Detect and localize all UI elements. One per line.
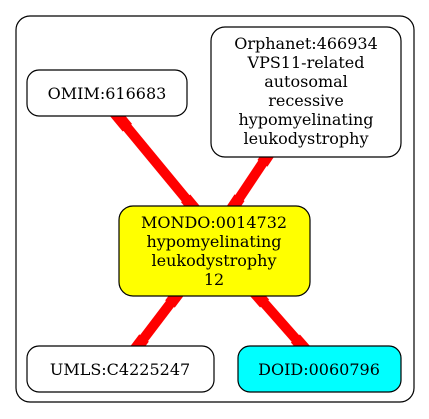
edge-line bbox=[254, 292, 306, 350]
node-label: recessive bbox=[268, 91, 344, 110]
node-umls[interactable]: UMLS:C4225247 bbox=[26, 345, 215, 393]
node-label: leukodystrophy bbox=[151, 251, 276, 270]
cluster-frame bbox=[15, 15, 415, 403]
node-mondo[interactable]: MONDO:0014732 hypomyelinating leukodystr… bbox=[118, 205, 311, 297]
node-label: hypomyelinating bbox=[238, 110, 373, 129]
node-box bbox=[26, 345, 215, 393]
node-label: UMLS:C4225247 bbox=[50, 360, 190, 379]
node-label: leukodystrophy bbox=[243, 129, 368, 148]
nodes: OMIM:616683 Orphanet:466934 VPS11-relate… bbox=[26, 26, 402, 393]
node-label: OMIM:616683 bbox=[48, 84, 167, 103]
edge-line bbox=[117, 116, 196, 210]
node-label: autosomal bbox=[264, 72, 348, 91]
node-box bbox=[210, 26, 402, 158]
node-label: DOID:0060796 bbox=[258, 360, 380, 379]
edge-line bbox=[229, 152, 273, 209]
node-omim[interactable]: OMIM:616683 bbox=[26, 69, 188, 117]
edge-omim-mondo bbox=[110, 108, 203, 218]
node-box bbox=[26, 69, 188, 117]
edge-line bbox=[134, 292, 180, 350]
node-label: 12 bbox=[204, 270, 224, 289]
node-label: VPS11-related bbox=[247, 53, 365, 72]
node-doid[interactable]: DOID:0060796 bbox=[237, 345, 402, 393]
node-box bbox=[237, 345, 402, 393]
node-box bbox=[118, 205, 311, 297]
node-label: Orphanet:466934 bbox=[234, 34, 378, 53]
node-label: MONDO:0014732 bbox=[141, 213, 287, 232]
node-orphanet[interactable]: Orphanet:466934 VPS11-related autosomal … bbox=[210, 26, 402, 158]
node-label: hypomyelinating bbox=[146, 232, 281, 251]
